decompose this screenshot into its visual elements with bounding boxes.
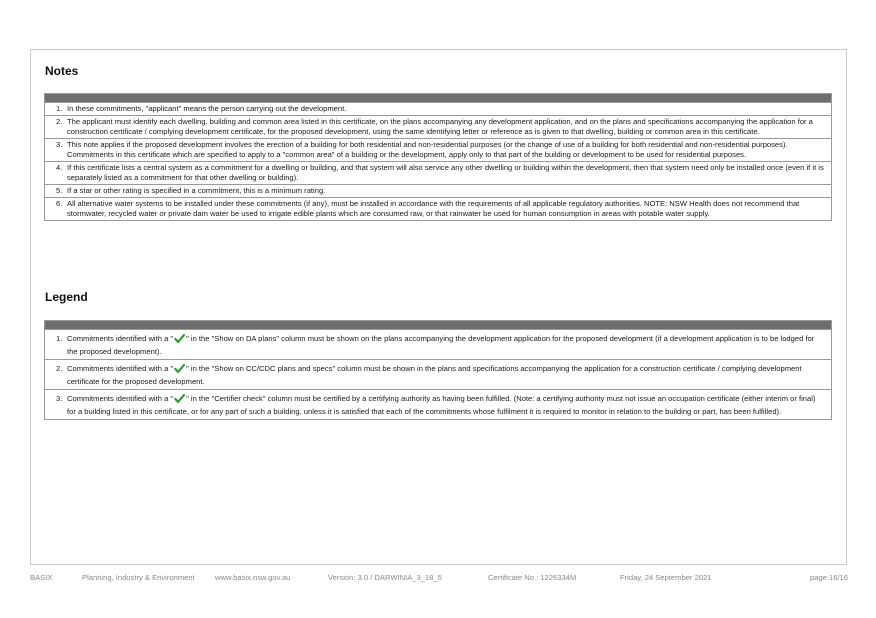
- page-frame: [30, 49, 847, 565]
- legend-number: 1.: [56, 334, 63, 343]
- green-checkmark-icon: [174, 393, 186, 404]
- legend-text: Commitments identified with a "" in the …: [67, 362, 825, 388]
- legend-text: Commitments identified with a "" in the …: [67, 332, 825, 358]
- note-text: This note applies if the proposed develo…: [67, 140, 788, 159]
- legend-text-before: Commitments identified with a ": [67, 334, 174, 343]
- note-number: 3.: [56, 140, 63, 149]
- footer-date: Friday, 24 September 2021: [620, 573, 712, 582]
- note-number: 4.: [56, 163, 63, 172]
- note-row: 3. This note applies if the proposed deve…: [45, 138, 831, 161]
- legend-number: 3.: [56, 394, 63, 403]
- note-row: 2. The applicant must identify each dwell…: [45, 115, 831, 138]
- note-row: 5. If a star or other rating is specified…: [45, 184, 831, 197]
- note-number: 6.: [56, 199, 63, 208]
- legend-text-before: Commitments identified with a ": [67, 364, 174, 373]
- note-text: In these commitments, "applicant" means …: [67, 104, 347, 113]
- legend-table-header: [45, 321, 831, 329]
- note-number: 1.: [56, 104, 63, 113]
- legend-title: Legend: [45, 290, 88, 304]
- legend-text-after: " in the "Show on CC/CDC plans and specs…: [67, 364, 802, 386]
- green-checkmark-icon: [174, 363, 186, 374]
- legend-number: 2.: [56, 364, 63, 373]
- note-row: 4. If this certificate lists a central sy…: [45, 161, 831, 184]
- footer-department: Planning, Industry & Environment: [82, 573, 195, 582]
- notes-title: Notes: [45, 64, 79, 78]
- footer-certificate-number: Certificate No.: 1226334M: [488, 573, 577, 582]
- footer-page-number: page 16/16: [809, 573, 848, 582]
- page-footer: BASIX Planning, Industry & Environment w…: [30, 573, 848, 585]
- legend-row: 1. Commitments identified with a "" in th…: [45, 329, 831, 359]
- legend-table: 1.Commitments identified with a "" in th…: [44, 320, 832, 420]
- green-checkmark-icon: [174, 333, 186, 344]
- note-text: All alternative water systems to be inst…: [67, 199, 800, 218]
- legend-text-before: Commitments identified with a ": [67, 394, 174, 403]
- legend-text-after: " in the "Show on DA plans" column must …: [67, 334, 815, 356]
- note-text: The applicant must identify each dwellin…: [67, 117, 813, 136]
- legend-row: 3. Commitments identified with a "" in th…: [45, 389, 831, 419]
- footer-website: www.basix.nsw.gov.au: [215, 573, 291, 582]
- note-text: If this certificate lists a central syst…: [67, 163, 824, 182]
- footer-version: Version: 3.0 / DARWINIA_3_18_5: [328, 573, 442, 582]
- notes-table-header: [45, 94, 831, 102]
- footer-basix: BASIX: [30, 573, 53, 582]
- legend-text: Commitments identified with a "" in the …: [67, 392, 825, 418]
- note-number: 5.: [56, 186, 63, 195]
- notes-table: 1. In these commitments, "applicant" mean…: [44, 93, 832, 221]
- note-row: 6. All alternative water systems to be in…: [45, 197, 831, 220]
- note-row: 1. In these commitments, "applicant" mean…: [45, 102, 831, 115]
- legend-text-after: " in the "Certifier check" column must b…: [67, 394, 816, 416]
- note-text: If a star or other rating is specified i…: [67, 186, 326, 195]
- legend-row: 2. Commitments identified with a "" in th…: [45, 359, 831, 389]
- note-number: 2.: [56, 117, 63, 126]
